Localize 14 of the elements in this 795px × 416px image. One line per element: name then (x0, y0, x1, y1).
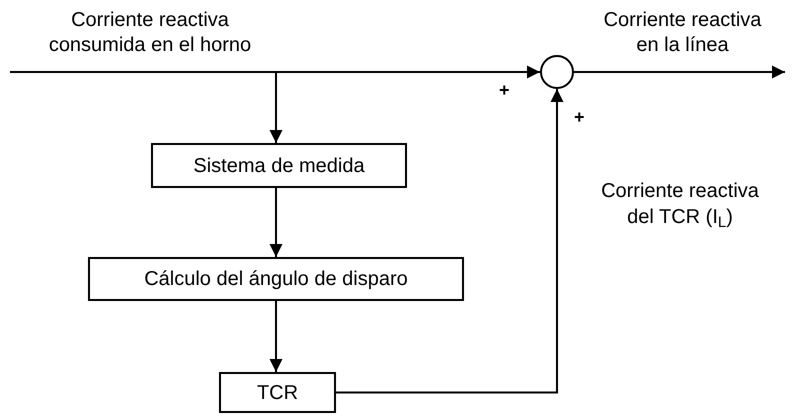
signal-label: Corriente reactiva en la línea (602, 8, 762, 58)
arrow (336, 89, 564, 394)
process-box: Sistema de medida (151, 143, 407, 188)
arrow (270, 301, 282, 372)
arrow (270, 72, 282, 143)
summing-junction (540, 55, 574, 89)
sign-label: + (574, 107, 585, 127)
sign-label: + (499, 80, 510, 100)
signal-label: Corriente reactiva consumida en el horno (48, 8, 252, 58)
arrow (10, 66, 540, 78)
process-box: Cálculo del ángulo de disparo (88, 257, 464, 301)
arrow (574, 66, 785, 78)
process-box: TCR (219, 372, 336, 413)
arrow (270, 188, 282, 257)
